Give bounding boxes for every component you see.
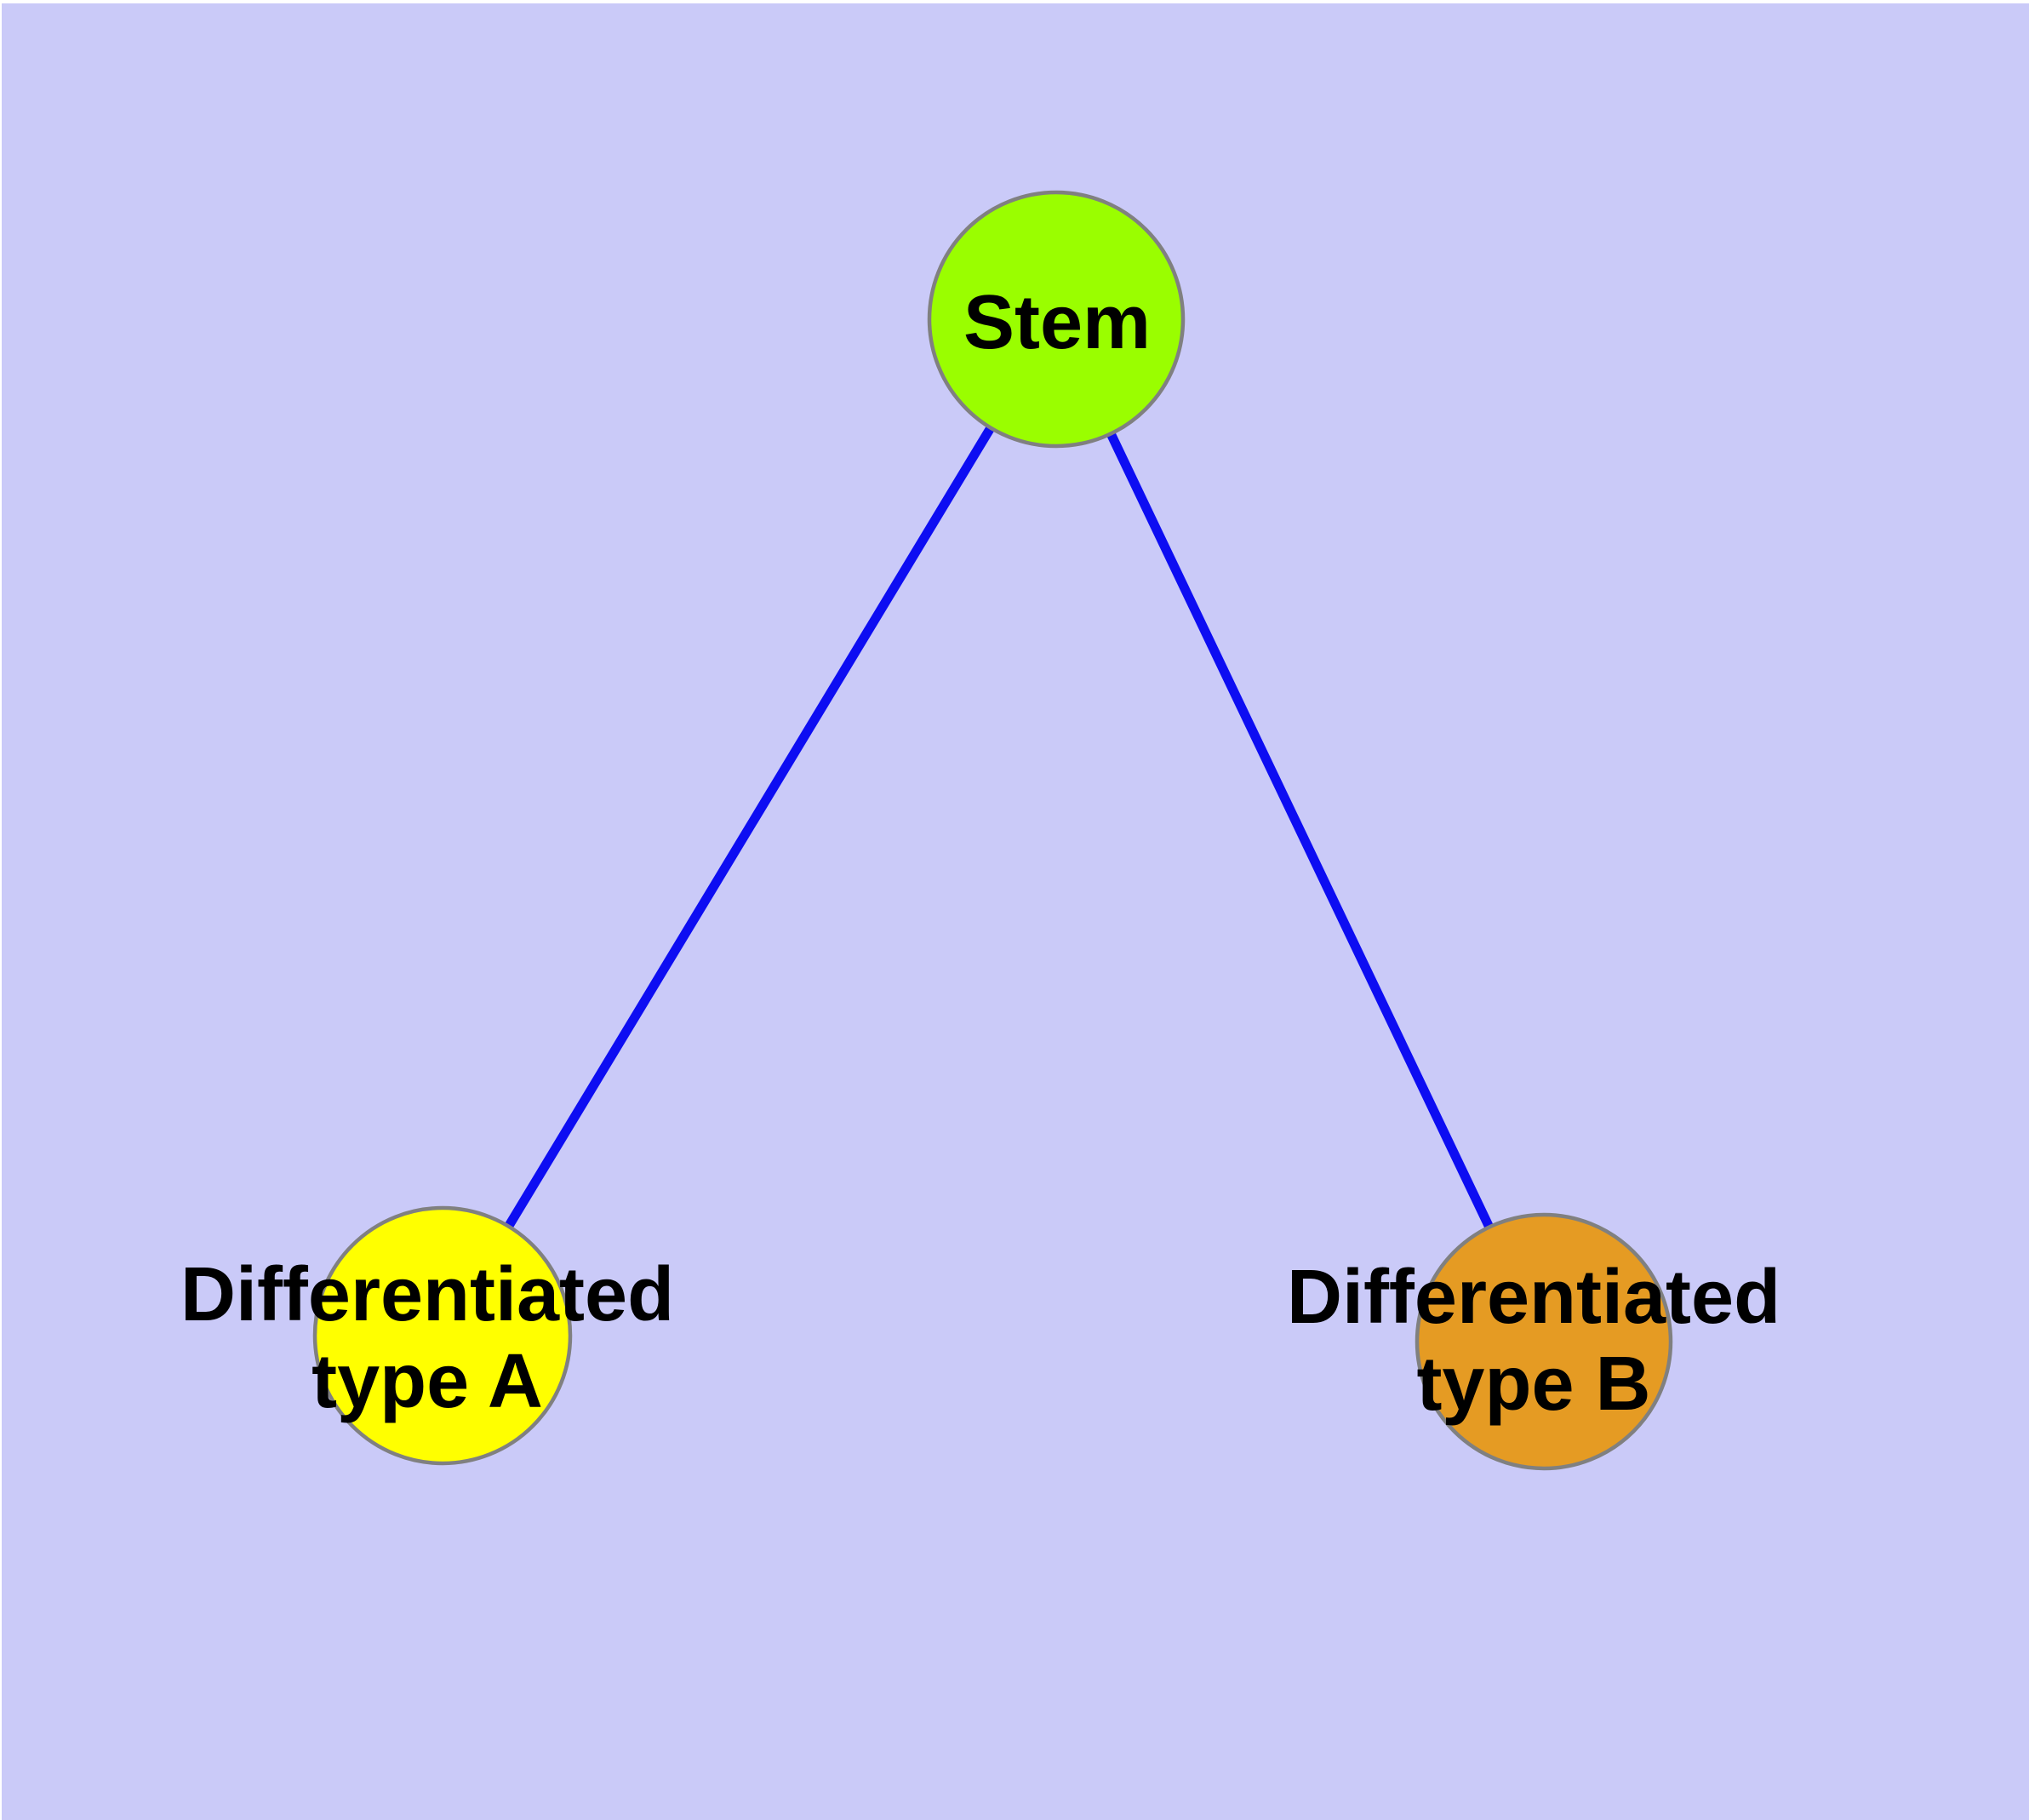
- edge-layer: [438, 317, 1548, 1344]
- node-layer: [312, 190, 1673, 1471]
- node-stem-circle: [927, 190, 1186, 449]
- node-type-b-circle: [1415, 1212, 1673, 1471]
- edge-stem-to-type-b: [1052, 317, 1548, 1344]
- edge-stem-to-type-a: [438, 317, 1060, 1338]
- diagram-canvas: Stem Differentiated type A Differentiate…: [2, 3, 2029, 1820]
- node-type-a-circle: [312, 1205, 573, 1466]
- graph-svg: [312, 190, 1673, 1471]
